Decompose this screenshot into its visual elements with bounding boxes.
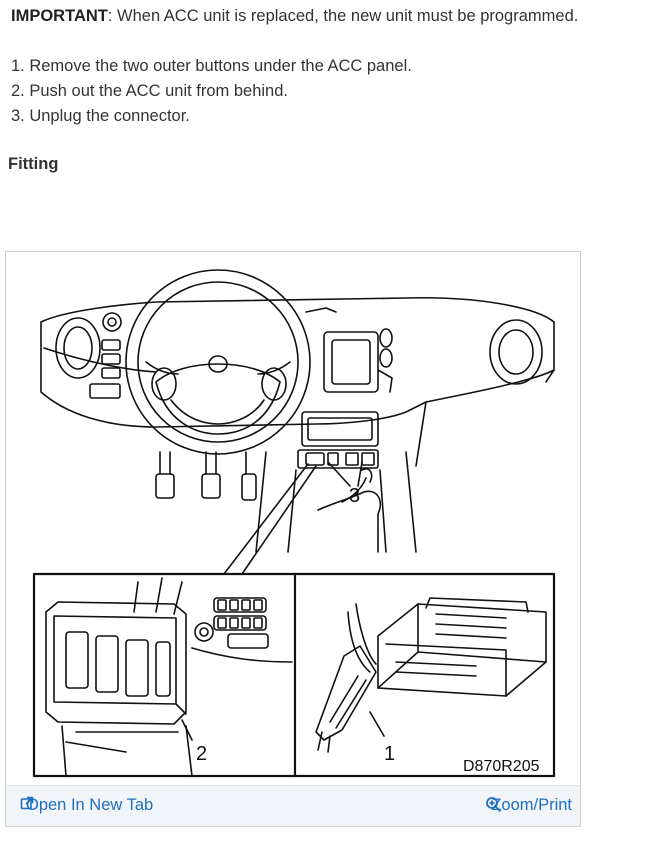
section-heading: Fitting (8, 155, 59, 173)
figure-container: 3 2 1 D870R205 Open In New Tab Zoom (5, 251, 581, 827)
zoom-print-label: Zoom/Print (491, 796, 572, 814)
step-item: 2. Push out the ACC unit from behind. (11, 82, 288, 100)
callout-3: 3 (349, 485, 360, 507)
removal-steps: 1. Remove the two outer buttons under th… (11, 54, 412, 129)
step-item: 3. Unplug the connector. (11, 107, 190, 125)
inset-acc-panel (45, 577, 293, 777)
open-in-new-tab-label: Open In New Tab (26, 796, 154, 814)
callout-2: 2 (196, 743, 207, 765)
important-label: IMPORTANT (11, 7, 108, 25)
important-text: : When ACC unit is replaced, the new uni… (107, 7, 579, 25)
zoom-print-link[interactable]: Zoom/Print (485, 796, 572, 815)
diagram-code: D870R205 (463, 758, 540, 775)
inset-acc-unit (315, 597, 547, 753)
open-in-new-tab-link[interactable]: Open In New Tab (20, 796, 153, 815)
callout-1: 1 (384, 743, 395, 765)
step-item: 1. Remove the two outer buttons under th… (11, 57, 412, 75)
important-note: IMPORTANT: When ACC unit is replaced, th… (11, 5, 578, 27)
figure-toolbar: Open In New Tab Zoom/Print (6, 785, 580, 826)
acc-removal-diagram: 3 2 1 D870R205 (32, 269, 556, 778)
dashboard-drawing (40, 269, 555, 575)
